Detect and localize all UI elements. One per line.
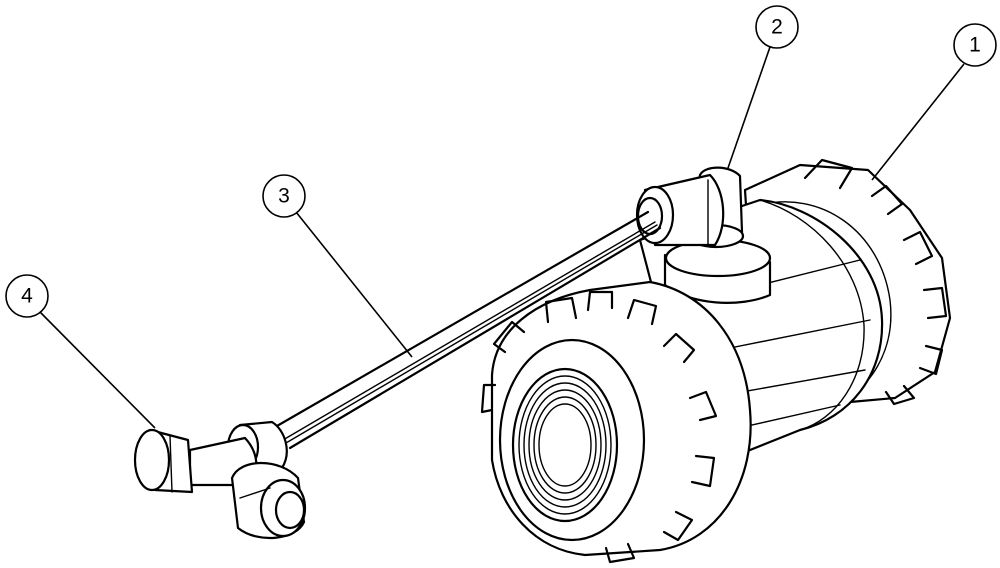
leader-line-2	[727, 46, 771, 169]
callout-label-4: 4	[21, 285, 33, 308]
callout-circle-2	[755, 5, 799, 49]
elbow-fitting-upper	[635, 166, 745, 249]
leader-line-1	[871, 63, 965, 181]
callout-label-3: 3	[278, 185, 290, 208]
callout-circle-3	[262, 174, 306, 218]
callout-2: 2	[727, 5, 799, 169]
callout-4: 4	[5, 274, 156, 429]
callout-circle-1	[953, 23, 997, 67]
callout-circle-4	[5, 274, 49, 318]
tube	[268, 210, 662, 450]
callout-label-2: 2	[771, 16, 783, 39]
leader-line-4	[39, 311, 156, 429]
callout-1: 1	[871, 23, 997, 181]
callout-3: 3	[262, 174, 413, 358]
leader-line-3	[295, 211, 413, 358]
callout-label-1: 1	[969, 34, 981, 57]
elbow-fitting-lower	[133, 420, 307, 540]
union-valve-body	[480, 158, 952, 564]
